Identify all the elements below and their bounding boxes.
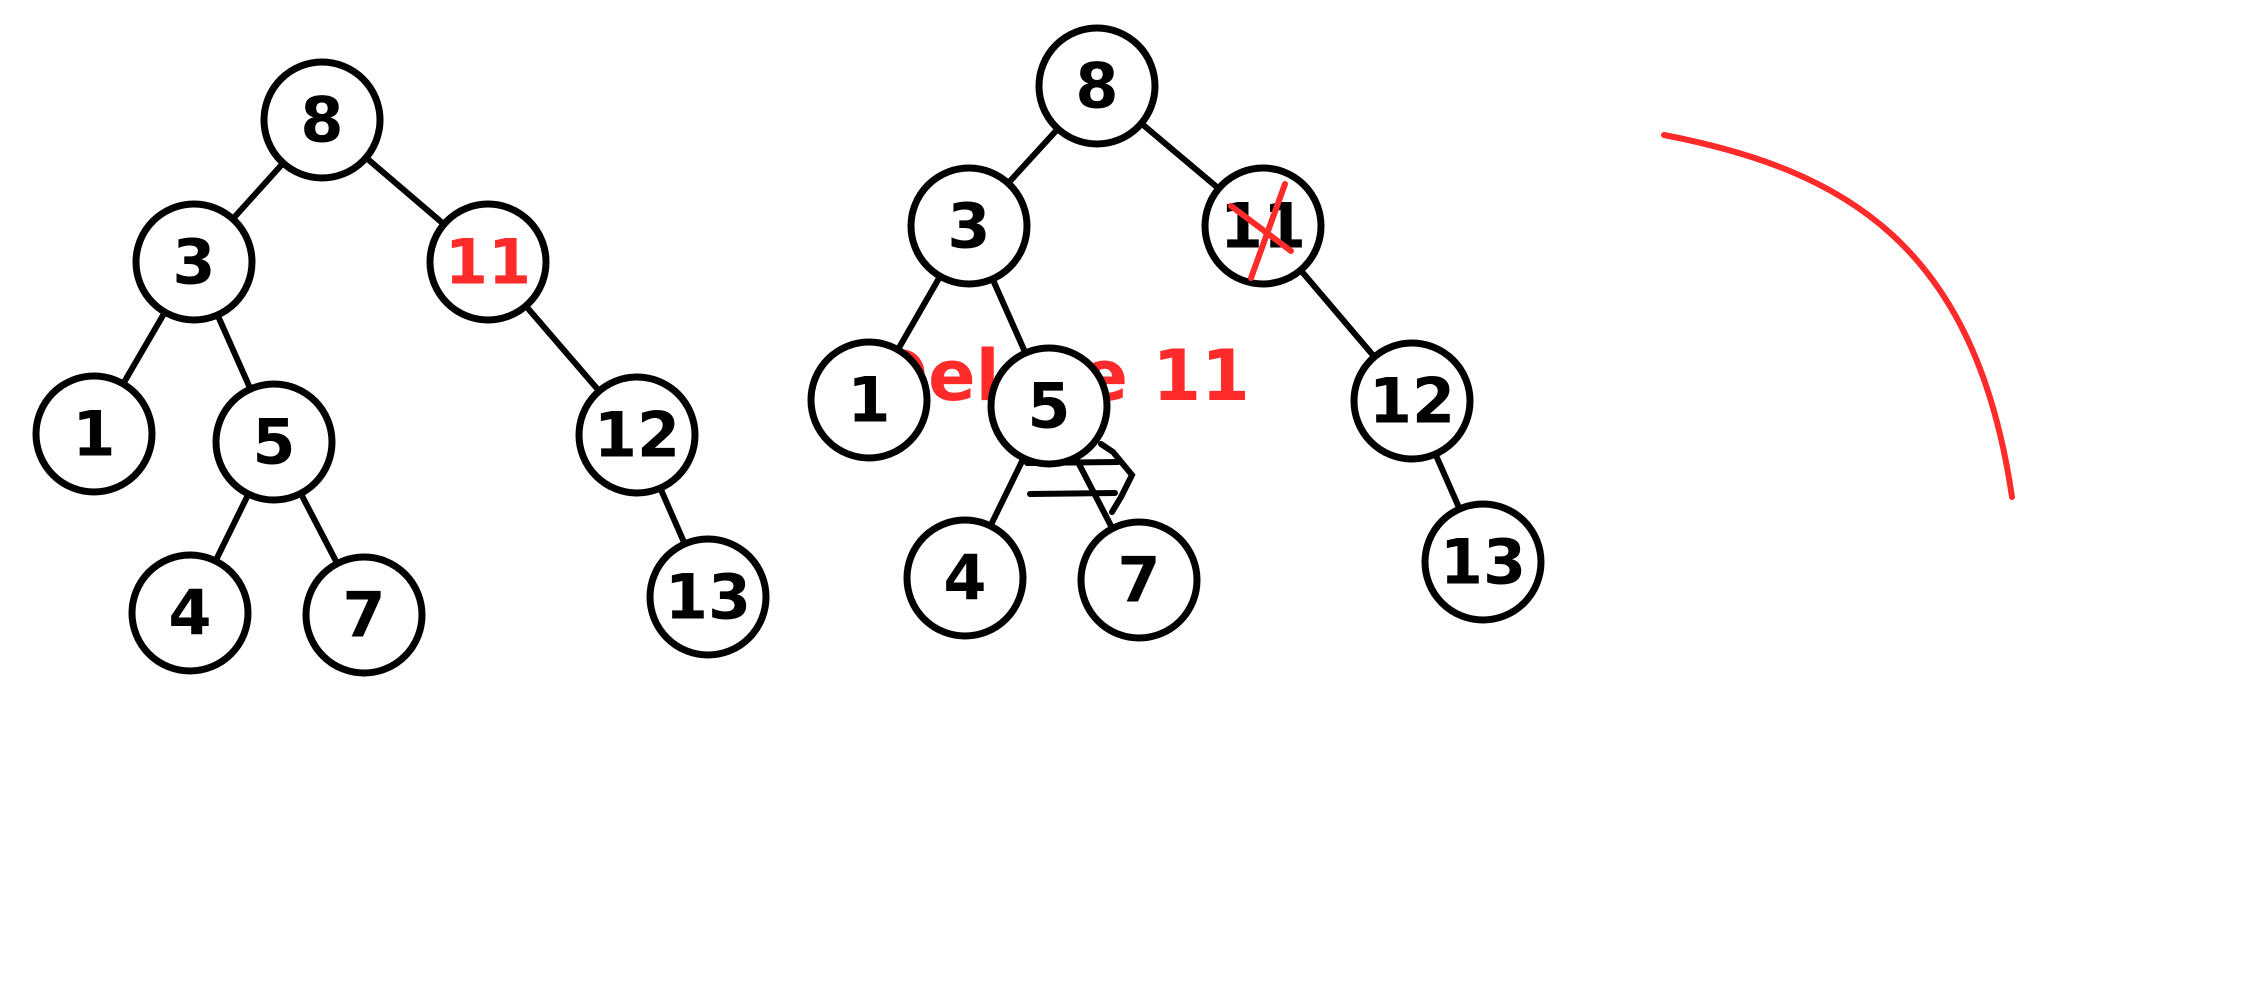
before-tree-edges	[117, 150, 691, 572]
node-circle	[1350, 339, 1474, 463]
before-edge-11-12	[518, 298, 607, 399]
node-circle	[128, 551, 252, 675]
node-circle	[212, 380, 336, 504]
node-circle	[646, 535, 770, 659]
before-node-7: 7	[302, 553, 426, 677]
node-label: 5	[252, 406, 295, 479]
before-edge-5-7	[294, 485, 344, 572]
after-edge-11-12	[1293, 262, 1382, 365]
node-circle	[1201, 164, 1325, 288]
node-circle	[302, 553, 426, 677]
before-edge-8-11	[358, 150, 452, 232]
node-label: 13	[1440, 526, 1526, 599]
node-circle	[807, 338, 931, 462]
node-label: 3	[947, 190, 990, 263]
before-node-1: 1	[32, 372, 156, 496]
node-label: 5	[1027, 370, 1070, 443]
after-node-4: 4	[903, 516, 1027, 640]
node-label: 4	[168, 577, 211, 650]
before-node-13: 13	[646, 535, 770, 659]
node-label: 4	[943, 542, 986, 615]
node-label: 11	[445, 226, 531, 299]
before-edge-5-4	[209, 485, 255, 570]
after-edge-5-4	[984, 449, 1030, 535]
after-edge-8-11	[1133, 116, 1227, 196]
node-label: 12	[1369, 365, 1455, 438]
after-node-13: 13	[1421, 500, 1545, 624]
after-edge-3-5	[987, 270, 1031, 362]
after-node-11: 11	[1201, 164, 1325, 288]
new-link-8-to-12	[1661, 132, 2015, 500]
cross-out-mark	[1228, 203, 1294, 254]
before-node-11: 11	[426, 200, 550, 324]
before-edge-3-5	[212, 306, 256, 398]
node-circle	[1421, 500, 1545, 624]
before-node-12: 12	[575, 373, 699, 497]
after-node-1: 1	[807, 338, 931, 462]
after-node-12: 12	[1350, 339, 1474, 463]
node-label: 8	[300, 84, 343, 157]
before-edge-8-3	[225, 155, 291, 227]
node-label: 7	[342, 579, 385, 652]
node-label: 12	[594, 399, 680, 472]
node-circle	[260, 58, 384, 182]
node-circle	[426, 200, 550, 324]
after-node-5: 5	[987, 344, 1111, 468]
after-edge-8-3	[1001, 121, 1065, 191]
node-label: 8	[1075, 50, 1118, 123]
before-node-4: 4	[128, 551, 252, 675]
node-label: 1	[847, 364, 890, 437]
before-node-8: 8	[260, 58, 384, 182]
node-label: 3	[172, 226, 215, 299]
cross-out-mark	[1248, 181, 1288, 281]
after-node-3: 3	[907, 164, 1031, 288]
node-circle	[903, 516, 1027, 640]
node-circle	[575, 373, 699, 497]
node-circle	[132, 200, 256, 324]
node-circle	[32, 372, 156, 496]
before-edge-3-1	[117, 303, 171, 393]
node-circle	[1077, 518, 1201, 642]
after-edge-3-1	[891, 268, 947, 358]
node-circle	[907, 164, 1031, 288]
after-edge-5-7	[1069, 449, 1119, 537]
before-node-5: 5	[212, 380, 336, 504]
node-label: 1	[72, 398, 115, 471]
node-label: 13	[665, 561, 751, 634]
node-circle	[987, 344, 1111, 468]
after-node-8: 8	[1035, 24, 1159, 148]
before-node-3: 3	[132, 200, 256, 324]
after-node-7: 7	[1077, 518, 1201, 642]
before-edge-12-13	[654, 479, 691, 553]
after-tree-edges	[891, 116, 1466, 537]
after-edge-12-13	[1429, 445, 1466, 518]
node-label: 7	[1117, 544, 1160, 617]
node-circle	[1035, 24, 1159, 148]
